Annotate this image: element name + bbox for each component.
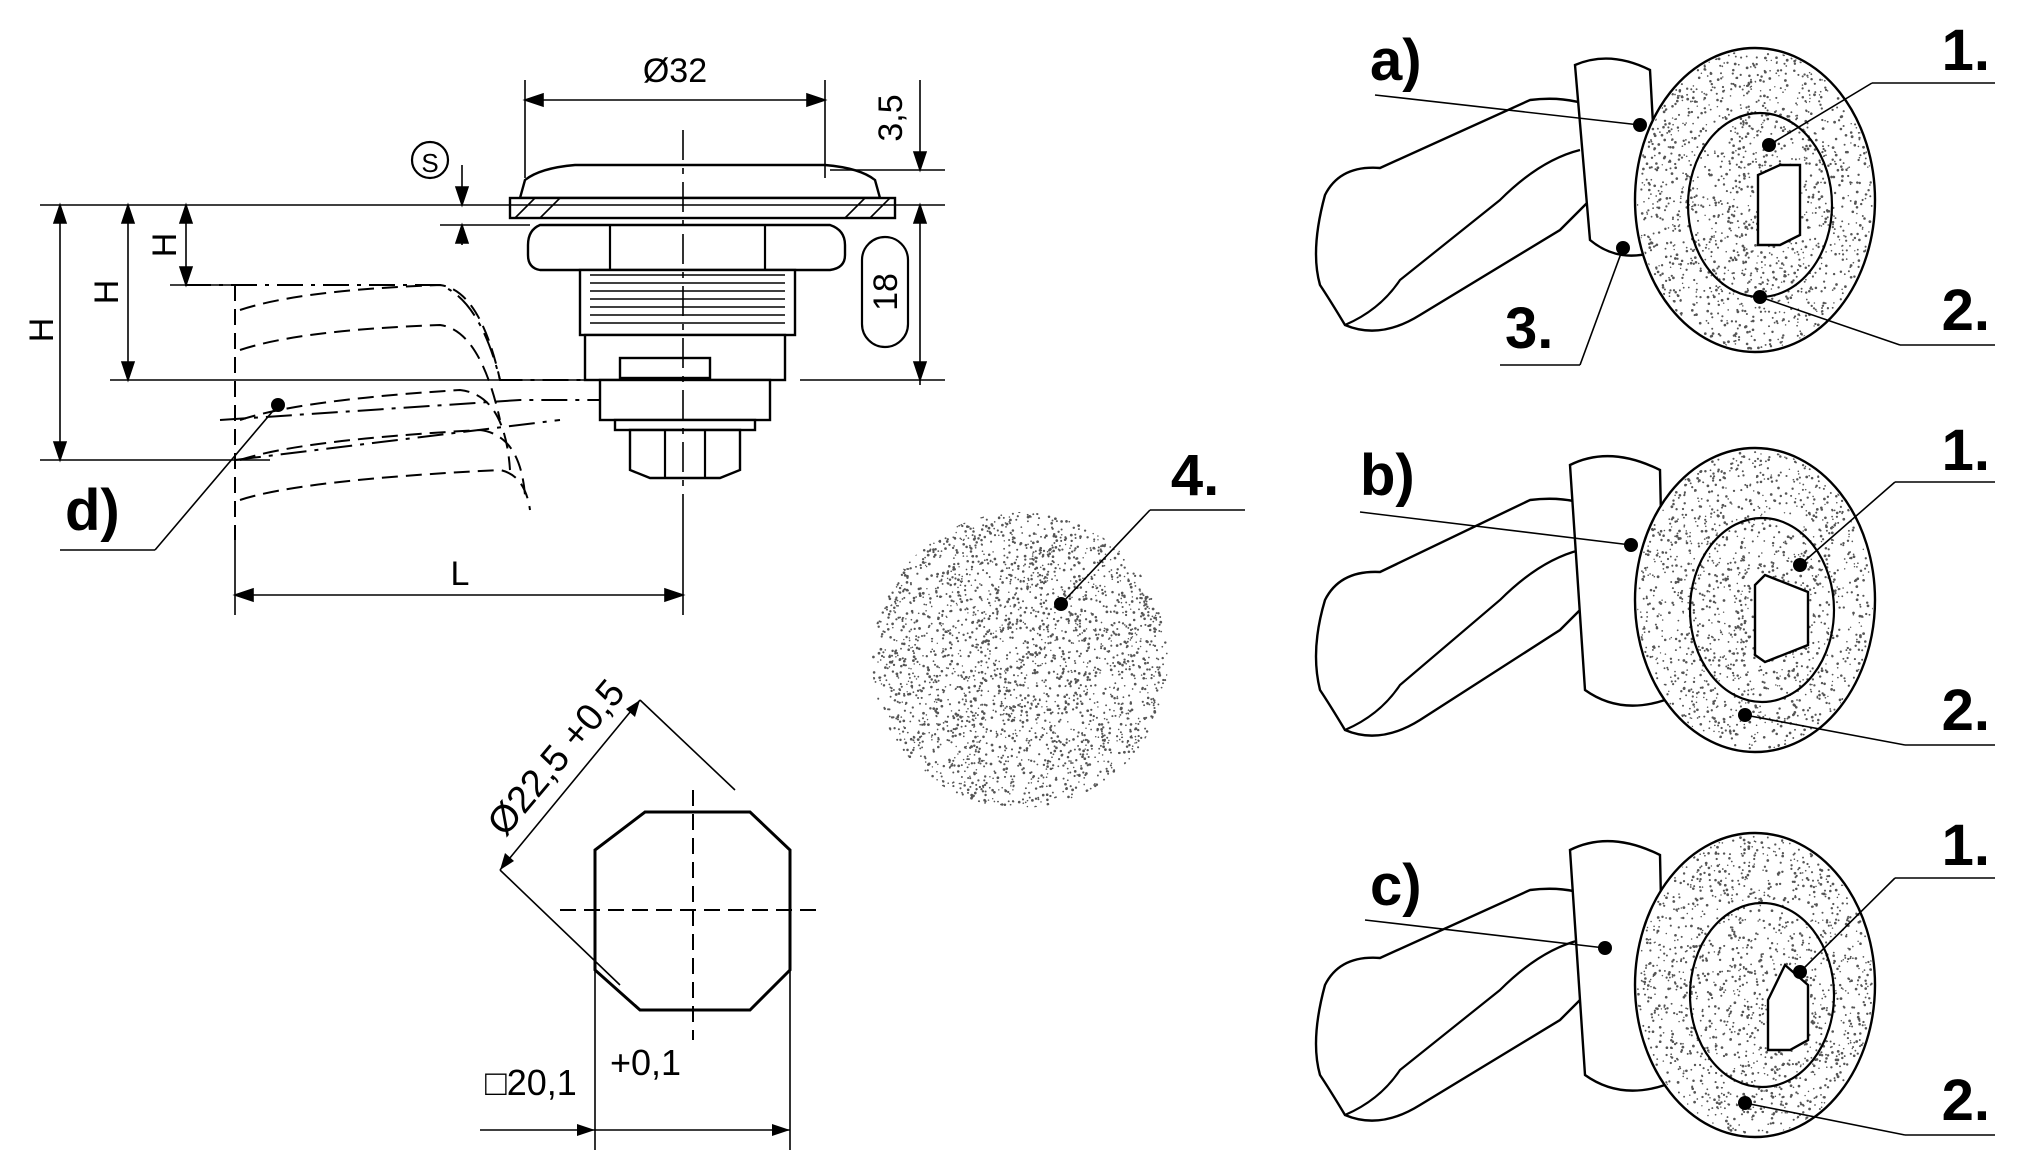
part-label-4: 4. bbox=[1171, 443, 1219, 508]
cutout-square-label: □20,1 bbox=[485, 1062, 577, 1103]
threaded-body bbox=[578, 268, 797, 337]
thread-lines bbox=[590, 274, 785, 324]
cam-length-label: L bbox=[451, 555, 470, 593]
diameter-head-label: Ø32 bbox=[643, 52, 707, 90]
panel-thickness-symbol-circle bbox=[410, 140, 450, 180]
variant-label-b: b) bbox=[1360, 443, 1415, 508]
cam-slot bbox=[618, 356, 712, 380]
key-insert-b bbox=[1753, 573, 1810, 664]
face-ring-c bbox=[1633, 831, 1877, 1139]
disc-texture bbox=[872, 512, 1168, 808]
cam-height-label-1: H bbox=[23, 318, 61, 343]
variant-b-view: b) 1. 2. bbox=[1314, 418, 1995, 754]
cam-holder bbox=[598, 378, 772, 422]
key-ring-c bbox=[1688, 901, 1836, 1089]
cam-height-label-2: H bbox=[88, 280, 126, 305]
part-label-2-b: 2. bbox=[1942, 678, 1990, 743]
key-ring-b bbox=[1688, 516, 1836, 704]
body-length-badge: 18 bbox=[867, 273, 905, 311]
part-label-1-a: 1. bbox=[1942, 18, 1990, 83]
variant-label-a: a) bbox=[1370, 28, 1422, 93]
panel-section bbox=[508, 196, 897, 220]
body-length-badge-frame bbox=[860, 235, 910, 349]
variant-a-view: a) 1. 2. 3. bbox=[1314, 18, 1995, 366]
variant-label-d: d) bbox=[65, 478, 120, 543]
cutout-profile bbox=[593, 810, 792, 1012]
variant-c-view: c) 1. 2. bbox=[1314, 813, 1995, 1139]
panel-thickness-symbol: S bbox=[421, 148, 438, 178]
variant-label-c: c) bbox=[1370, 853, 1422, 918]
leader-dot-d bbox=[271, 398, 285, 412]
key-insert-a bbox=[1756, 163, 1802, 247]
washer bbox=[613, 418, 757, 432]
part-label-2-a: 2. bbox=[1942, 278, 1990, 343]
key-insert-c bbox=[1766, 963, 1810, 1052]
panel-cutout-view: Ø22,5 +0,5 □20,1 +0,1 bbox=[480, 672, 820, 1150]
dimension-lines bbox=[40, 80, 945, 615]
face-ring-a bbox=[1633, 46, 1877, 354]
side-view: S 18 Ø32 3,5 H H H L d) bbox=[23, 52, 945, 615]
part-label-3: 3. bbox=[1505, 296, 1553, 361]
head-height-label: 3,5 bbox=[872, 94, 910, 141]
lock-head-dome bbox=[518, 163, 882, 200]
small-nut bbox=[628, 428, 742, 480]
hex-nut bbox=[526, 223, 847, 272]
cutout-square-tolerance: +0,1 bbox=[610, 1042, 681, 1083]
cam-height-label-3: H bbox=[146, 233, 184, 258]
part-label-1-c: 1. bbox=[1942, 813, 1990, 878]
cutout-dimension-lines bbox=[480, 699, 791, 1150]
insert-disc-4: 4. bbox=[872, 443, 1245, 808]
panel-hatching bbox=[514, 197, 891, 219]
cam-variants-dashed bbox=[185, 283, 600, 540]
part-label-2-c: 2. bbox=[1942, 1068, 1990, 1133]
cutout-diameter-label: Ø22,5 +0,5 bbox=[480, 672, 634, 844]
part-label-1-b: 1. bbox=[1942, 418, 1990, 483]
